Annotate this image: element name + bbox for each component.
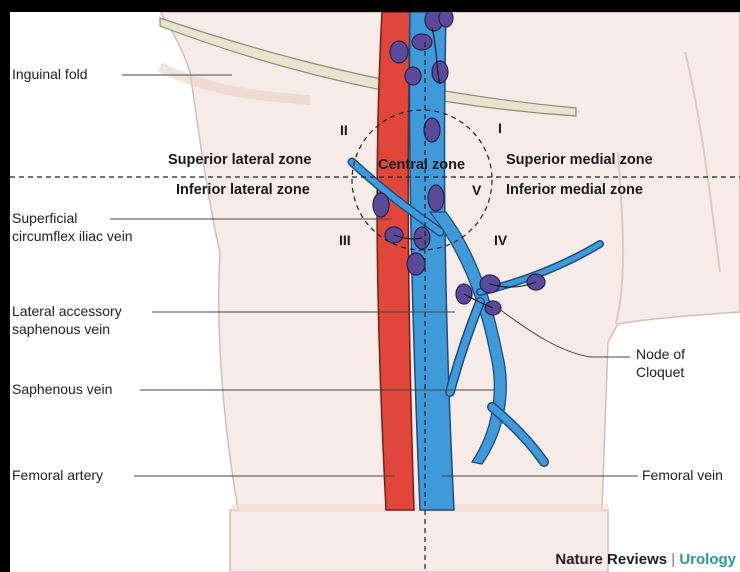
numeral-i: I bbox=[498, 120, 502, 136]
lymph-node bbox=[428, 185, 444, 211]
lymph-node bbox=[405, 67, 421, 85]
label-femoral-artery: Femoral artery bbox=[12, 467, 103, 484]
label-lateral-accessory-line1: Lateral accessory bbox=[12, 303, 122, 320]
zone-superior-medial: Superior medial zone bbox=[506, 152, 653, 168]
lymph-node bbox=[432, 61, 448, 83]
lymph-node bbox=[407, 253, 425, 275]
zone-superior-lateral: Superior lateral zone bbox=[168, 152, 311, 168]
numeral-iii: III bbox=[339, 232, 351, 248]
lymph-node bbox=[373, 193, 389, 217]
credit-journal: Nature Reviews bbox=[555, 551, 667, 568]
lymph-node bbox=[424, 118, 440, 142]
zone-inferior-medial: Inferior medial zone bbox=[506, 182, 643, 198]
label-lateral-accessory-line2: saphenous vein bbox=[12, 321, 110, 338]
zone-inferior-lateral: Inferior lateral zone bbox=[176, 182, 310, 198]
numeral-v: V bbox=[472, 182, 481, 198]
diagram-frame: Inguinal fold Superficial circumflex ili… bbox=[10, 12, 740, 572]
label-femoral-vein: Femoral vein bbox=[642, 467, 723, 484]
numeral-ii: II bbox=[340, 122, 348, 138]
label-superficial-circumflex-line1: Superficial bbox=[12, 210, 77, 227]
credit-section: Urology bbox=[679, 551, 736, 568]
anatomy-illustration bbox=[10, 12, 740, 572]
label-node-of-cloquet-line2: Cloquet bbox=[636, 364, 684, 381]
lymph-node bbox=[390, 41, 408, 63]
label-node-of-cloquet-line1: Node of bbox=[636, 346, 685, 363]
lymph-node bbox=[439, 12, 453, 27]
numeral-iv: IV bbox=[494, 232, 507, 248]
credit-separator: | bbox=[671, 551, 675, 568]
label-inguinal-fold: Inguinal fold bbox=[12, 66, 88, 83]
label-saphenous-vein: Saphenous vein bbox=[12, 381, 112, 398]
label-superficial-circumflex-line2: circumflex iliac vein bbox=[12, 228, 133, 245]
lymph-node bbox=[412, 34, 432, 50]
zone-central: Central zone bbox=[378, 157, 465, 173]
journal-credit: Nature Reviews | Urology bbox=[555, 551, 736, 568]
